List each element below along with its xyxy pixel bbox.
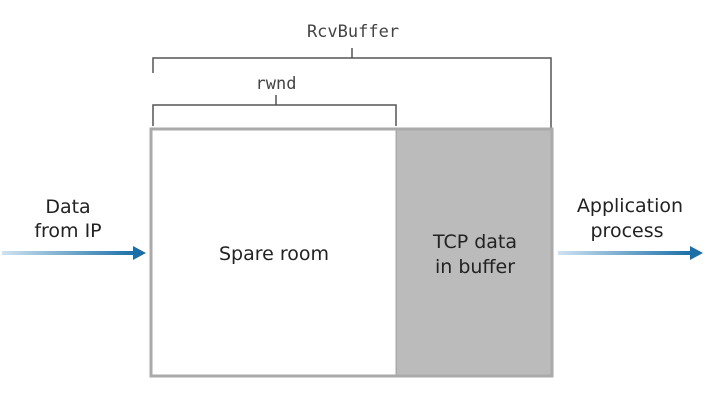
- buffer-outline: [149, 127, 554, 378]
- output-arrow-head: [690, 246, 703, 260]
- tcp-data-label-line2: in buffer: [435, 256, 515, 278]
- spare-room-label: Spare room: [219, 243, 329, 265]
- output-arrow-shaft: [558, 251, 692, 255]
- input-arrow-head: [133, 246, 146, 260]
- rwnd-bracket: [152, 95, 397, 126]
- output-label-line1: Application: [577, 195, 683, 217]
- input-label-line2: from IP: [34, 220, 101, 242]
- rcvbuffer-bracket: [152, 48, 552, 128]
- input-label-line1: Data: [45, 196, 90, 218]
- rwnd-label: rwnd: [256, 74, 297, 94]
- rcvbuffer-label: RcvBuffer: [307, 22, 399, 42]
- input-arrow-shaft: [2, 251, 136, 255]
- tcp-data-label-line1: TCP data: [432, 231, 517, 253]
- tcp-data-region: [397, 129, 552, 376]
- output-label-line2: process: [590, 220, 663, 242]
- spare-room-region: [149, 127, 399, 378]
